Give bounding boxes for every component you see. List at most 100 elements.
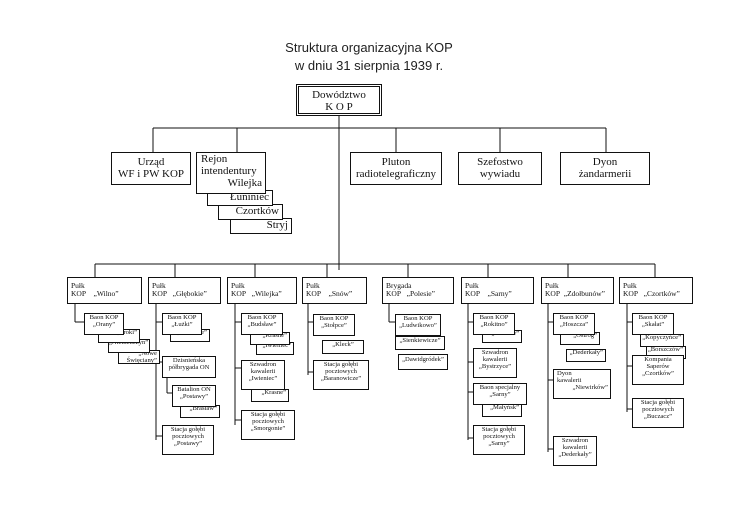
snow-baon-l2: „Stołpce” (321, 321, 347, 329)
unit-zdolbunow: Pułk KOP „Zdołbunów” (541, 277, 614, 304)
wilejka-baon: Baon KOP „Budsław” (241, 313, 283, 335)
sarny-bs-2: „Małyńsk” (482, 404, 522, 417)
glebokie-l2: KOP (152, 288, 168, 298)
glebokie-bat-l1: Batalion ON (177, 386, 211, 393)
wilejka-szw-l3: „Iwieniec” (248, 374, 278, 382)
zdolbunow-szw-l3: „Dederkały” (558, 450, 592, 458)
sarny-bs-l2: „Sarny” (489, 390, 511, 398)
zdolbunow-szw-l1: Szwadron (561, 437, 589, 444)
snow-stacja: Stacja gołębi pocztowych „Baranowicze” (313, 360, 369, 390)
wilno-l1: Pułk (71, 281, 85, 290)
command-line1: Dowództwo (312, 89, 366, 101)
wilejka-st-l2: pocztowych (252, 417, 284, 425)
zdolbunow-szw-l2: kawalerii (562, 443, 588, 451)
snow-st-l2: pocztowych (325, 367, 357, 375)
glebokie-st-l3: „Postawy” (173, 439, 203, 447)
sarny-baon: Baon KOP „Rokitno” (473, 313, 515, 335)
sarny-st-l1: Stacja gołębi (481, 426, 517, 433)
snow-l2: KOP (306, 288, 322, 298)
sarny-baon-l1: Baon KOP (479, 314, 509, 321)
sarny-name: „Sarny” (487, 288, 512, 298)
rejon-stack-1: Wilejka (227, 177, 262, 190)
unit-czortkow: Pułk KOP „Czortków” (619, 277, 693, 304)
czortkow-komp-l3: „Czortków” (642, 369, 674, 377)
snow-st-l1: Stacja gołębi (323, 361, 359, 368)
glebokie-l1: Pułk (152, 281, 166, 290)
polesie-l2: KOP (386, 288, 402, 298)
sarny-st-l2: pocztowych (483, 432, 515, 440)
unit-polesie: Brygada KOP „Polesie” (382, 277, 454, 304)
czortkow-st-l2: pocztowych (642, 405, 674, 413)
sarny-l1: Pułk (465, 281, 479, 290)
wilejka-l1: Pułk (231, 281, 245, 290)
szefostwo-line2: wywiadu (479, 168, 521, 181)
zdolbunow-l1: Pułk (545, 281, 559, 290)
unit-glebokie: Pułk KOP „Głębokie” (148, 277, 221, 304)
snow-l1: Pułk (306, 281, 320, 290)
polesie-name: „Polesie” (406, 288, 435, 298)
unit-wilno: Pułk KOP „Wilno” (67, 277, 142, 304)
rejon-stack-4: Stryj (230, 218, 292, 234)
glebokie-baon-l2: „Łużki” (171, 320, 193, 328)
glebokie-stacja: Stacja gołębi pocztowych „Postawy” (162, 425, 214, 455)
sarny-stacja: Stacja gołębi pocztowych „Sarny” (473, 425, 525, 455)
wilno-baon: Baon KOP „Orany” (84, 313, 124, 335)
urzad-line2: WF i PW KOP (117, 168, 185, 181)
czortkow-baon: Baon KOP „Skałat” (632, 313, 674, 335)
dyon-line1: Dyon (592, 156, 618, 168)
wilno-name: „Wilno” (93, 288, 119, 298)
wilejka-szw-2: „Krasne” (251, 389, 289, 402)
glebokie-baon-l1: Baon KOP (167, 314, 197, 321)
wilejka-stacja: Stacja gołębi pocztowych „Smorgonie” (241, 410, 295, 440)
polesie-baon: Baon KOP „Ludwikowo” (395, 314, 441, 336)
snow-st-l3: „Baranowicze” (320, 374, 362, 382)
czortkow-komp: Kompania Saperów „Czortków” (632, 355, 684, 385)
snow-baon-l1: Baon KOP (319, 315, 349, 322)
zdolbunow-dyon-l1: Dyon (557, 370, 572, 377)
czortkow-baon-l2: „Skałat” (641, 320, 665, 328)
sarny-szw-l3: „Bystrzyce” (478, 362, 512, 370)
wilno-baon-l1: Baon KOP (89, 314, 119, 321)
glebokie-name: „Głębokie” (172, 288, 207, 298)
unit-sarny: Pułk KOP „Sarny” (461, 277, 534, 304)
sarny-bs: Baon specjalny „Sarny” (473, 383, 527, 405)
wilejka-szw: Szwadron kawalerii „Iwieniec” (241, 360, 285, 390)
sarny-bs-l1: Baon specjalny (479, 384, 521, 391)
glebokie-dz: Dzisnieńska półbrygada ON (162, 356, 216, 378)
zdolbunow-baon: Baon KOP „Hoszcza” (553, 313, 595, 335)
pluton-line2: radiotelegraficzny (355, 168, 436, 181)
zdolbunow-dyon-l2: kawalerii (557, 376, 582, 384)
sarny-szw: Szwadron kawalerii „Bystrzyce” (473, 348, 517, 378)
wilejka-baon-l1: Baon KOP (247, 314, 277, 321)
polesie-baon-3: „Dawidgródek” (398, 354, 448, 370)
urzad-line1: Urząd (137, 156, 165, 168)
czortkow-st-l3: „Buczacz” (643, 412, 673, 420)
zdolbunow-dyon: Dyon kawalerii „Niewirków” (553, 369, 611, 399)
czortkow-name: „Czortków” (643, 288, 680, 298)
wilejka-st-l1: Stacja gołębi (250, 411, 286, 418)
glebokie-baon: Baon KOP „Łużki” (162, 313, 202, 335)
szefostwo-line1: Szefostwo (477, 156, 523, 168)
polesie-baon-l1: Baon KOP (403, 315, 433, 322)
wilejka-st-l3: „Smorgonie” (250, 424, 286, 432)
snow-baon: Baon KOP „Stołpce” (313, 314, 355, 336)
wilno-baon-l2: „Orany” (92, 320, 116, 328)
sarny-l2: KOP (465, 288, 481, 298)
command-box: Dowództwo K O P (296, 84, 382, 116)
zdolbunow-baon-3: „Dederkały” (566, 349, 606, 362)
glebokie-dz-l2: półbrygada ON (168, 363, 210, 371)
czortkow-st-l1: Stacja gołębi (640, 399, 676, 406)
glebokie-bat: Batalion ON „Postawy” (172, 385, 216, 407)
czortkow-komp-l2: Saperów (646, 362, 670, 370)
wilejka-szw-l1: Szwadron (249, 361, 277, 368)
snow-baon-2: „Kleck” (322, 340, 364, 354)
sarny-st-l3: „Sarny” (488, 439, 510, 447)
glebokie-dz-l1: Dzisnieńska (172, 357, 206, 364)
zdolbunow-baon-l2: „Hoszcza” (559, 320, 589, 328)
zdolbunow-szw: Szwadron kawalerii „Dederkały” (553, 436, 597, 466)
glebokie-st-l1: Stacja gołębi (170, 426, 206, 433)
pluton-box: Pluton radiotelegraficzny (350, 152, 442, 185)
glebokie-st-l2: pocztowych (172, 432, 204, 440)
